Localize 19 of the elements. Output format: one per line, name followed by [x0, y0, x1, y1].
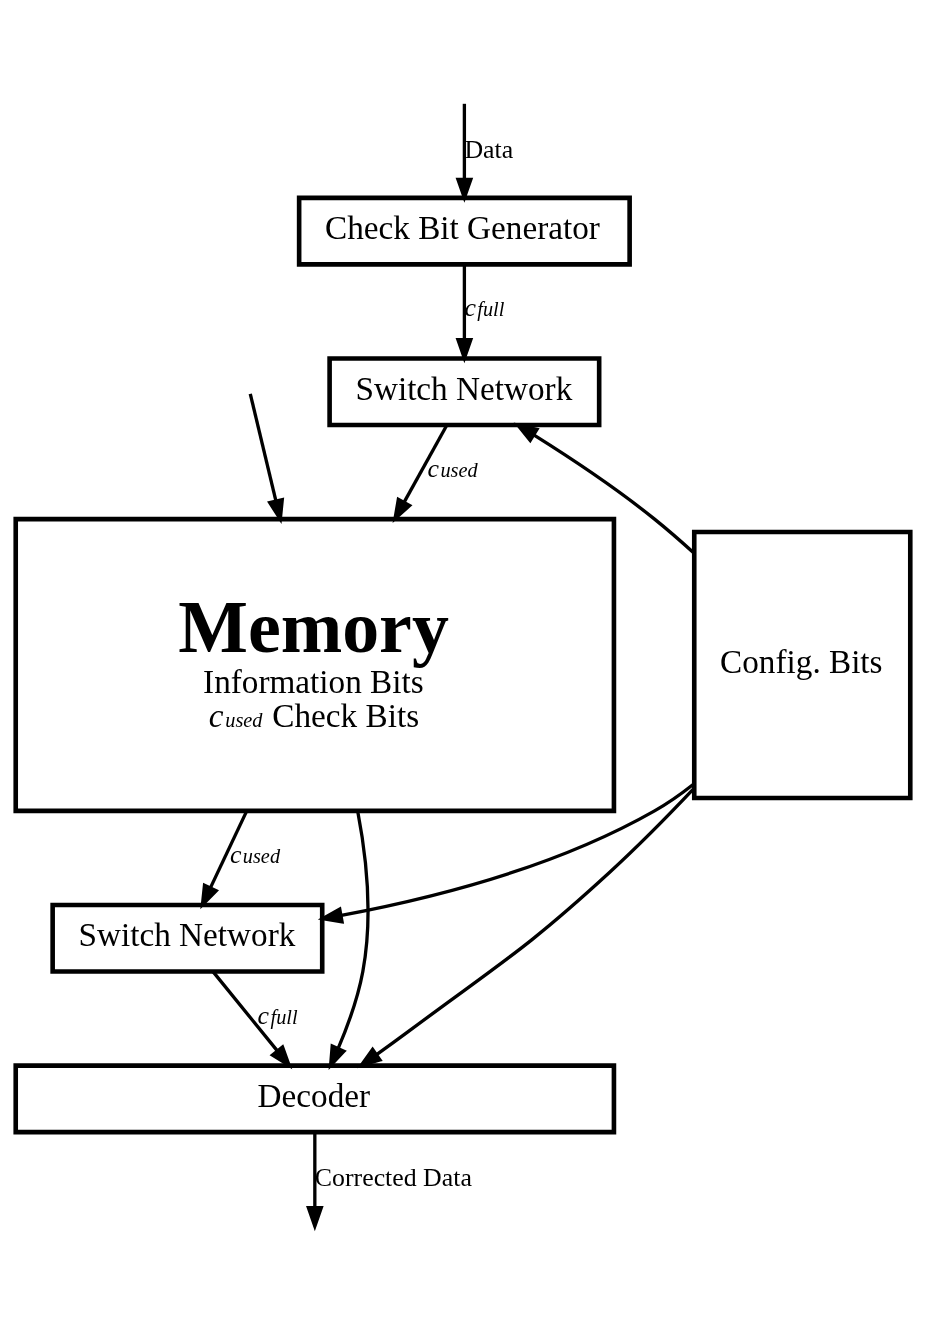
arrow — [513, 422, 695, 554]
edge-label: cused — [229, 839, 281, 869]
edge-label: cfull — [257, 1000, 298, 1030]
node-box: Config. Bits — [691, 529, 913, 800]
arrow — [455, 264, 474, 363]
node-box: Decoder — [13, 1062, 617, 1134]
node-box: Check Bit Generator — [296, 195, 632, 267]
arrow — [455, 103, 474, 203]
node-box: Memory Information Bits cused Check Bits — [13, 516, 617, 813]
arrow — [317, 782, 695, 924]
edge-label: Corrected Data — [314, 1162, 472, 1192]
node-box: Switch Network — [50, 902, 325, 974]
edge-label: Data — [464, 134, 514, 164]
arrow — [328, 810, 370, 1070]
arrow — [211, 970, 293, 1069]
arrow — [306, 1131, 324, 1231]
edge-label: cused — [427, 453, 478, 483]
arrow — [248, 392, 285, 524]
node-box: Switch Network — [327, 355, 602, 427]
